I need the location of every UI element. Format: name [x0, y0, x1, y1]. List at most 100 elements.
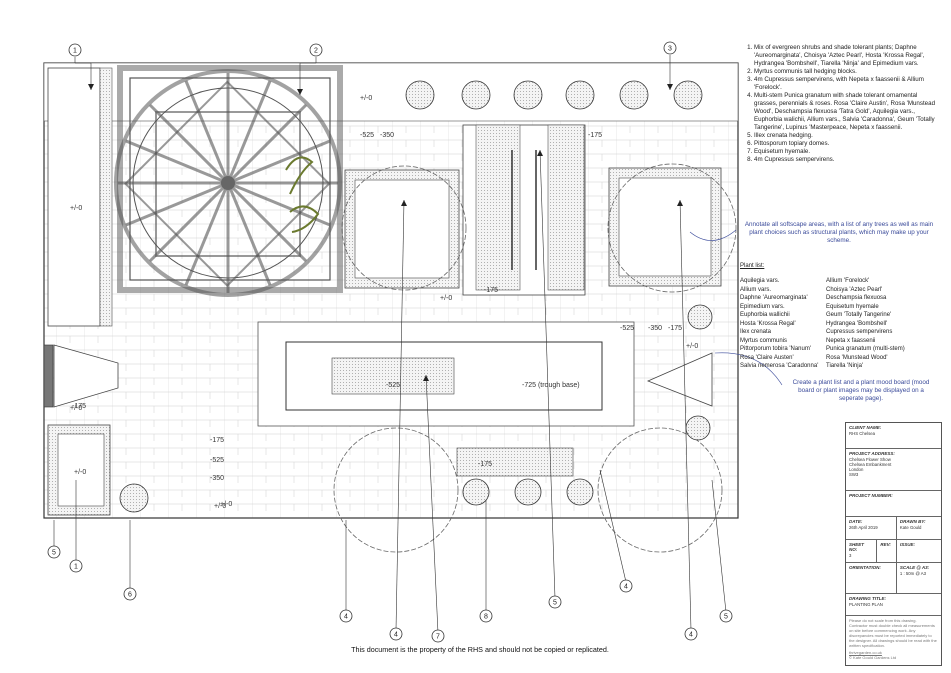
tree-canopies — [333, 163, 737, 553]
level-label: +/-0 — [70, 205, 82, 212]
drawn-by-label: DRAWN BY: — [899, 519, 926, 524]
planting-notes: Mix of evergreen shrubs and shade tolera… — [740, 44, 940, 164]
plant-entry: Aquilegia vars. — [740, 278, 780, 284]
callout-number: 5 — [52, 550, 56, 557]
callout-marker: 5 — [548, 595, 562, 609]
issue-label: ISSUE: — [900, 542, 916, 547]
copyright: © Kate Gould Gardens Ltd — [849, 655, 897, 660]
scale-label: SCALE @ A3: — [899, 565, 930, 570]
callout-number: 5 — [553, 600, 557, 607]
callout-number: 8 — [484, 614, 488, 621]
plant-entry: Salvia nemerosa 'Caradonna' — [740, 363, 819, 369]
drawn-by-value: Kate Gould — [899, 525, 922, 530]
plant-entry: Equisetum hyemale — [826, 303, 879, 310]
callout-number: 4 — [624, 584, 628, 591]
address-line: Chelsea Embankment — [849, 462, 892, 467]
mood-board-annotation: Create a plant list and a plant mood boa… — [792, 379, 930, 402]
project-number-label: PROJECT NUMBER: — [849, 493, 893, 498]
callout-marker: 2 — [309, 43, 323, 57]
callout-marker: 4 — [389, 627, 403, 641]
plant-list: Plant list: Aquilegia vars. Allium vars. D… — [740, 263, 940, 371]
scale-note: Please do not scale from this drawing. — [849, 618, 917, 623]
left-planting-bed — [47, 67, 101, 327]
plant-list-title: Plant list: — [740, 263, 765, 269]
level-label: +/-0 — [360, 95, 372, 102]
callout-number: 3 — [668, 46, 672, 53]
callout-marker: 5 — [719, 609, 733, 623]
callout-arrows — [88, 84, 683, 381]
callout-marker: 7 — [431, 629, 445, 643]
level-label: -175 — [210, 437, 224, 444]
level-label: -350 — [648, 325, 662, 332]
sheet-label: SHEET NO: — [849, 542, 865, 552]
callout-marker: 1 — [69, 559, 83, 573]
callout-number: 1 — [73, 48, 77, 55]
level-label: -725 (trough base) — [522, 382, 580, 389]
plant-list-column-2: Allium 'Forelock' Choisya 'Aztec Pearl' De… — [826, 277, 912, 371]
note-item: 4m Cupressus sempervirens, with Nepeta x… — [754, 76, 940, 92]
plant-entry: Tiarella 'Ninja' — [826, 363, 864, 369]
plant-entry: Choisya 'Aztec Pearl' — [826, 286, 883, 293]
level-label: +/-0 — [214, 503, 226, 510]
note-item: Pittosporum topiary domes. — [754, 140, 940, 148]
plant-entry: Euphorbia wallichii — [740, 312, 790, 318]
callout-marker: 6 — [123, 587, 137, 601]
bottom-hedge-bed — [456, 447, 574, 477]
plant-entry: Rosa 'Claire Austen' — [740, 354, 794, 361]
footer-notice: This document is the property of the RHS… — [351, 645, 609, 654]
plant-entry: Allium 'Forelock' — [826, 278, 870, 284]
level-label: +/-0 — [70, 405, 82, 412]
client-label: CLIENT NAME: — [849, 425, 882, 430]
level-label: -350 — [210, 475, 224, 482]
plant-entry: Punica granatum (multi-stem) — [826, 346, 905, 352]
drawing-title: PLANTING PLAN — [849, 602, 883, 607]
orientation-label: ORIENTATION: — [849, 565, 881, 570]
date-value: 26th April 2019 — [849, 525, 878, 530]
title-block: CLIENT NAME: RHS Chelsea PROJECT ADDRESS… — [845, 422, 942, 666]
plant-entry: Myrtus communis — [740, 337, 788, 344]
note-item: Myrtus communis tall hedging blocks. — [754, 68, 940, 76]
sheet-value: 3 — [849, 553, 852, 558]
pergola-structure — [114, 65, 343, 297]
level-dimensions: +/-0+/-0-525-350-175-175+/-0-175+/-0+/-0… — [70, 95, 698, 510]
level-label: +/-0 — [686, 343, 698, 350]
callout-marker: 1 — [68, 43, 82, 57]
plant-list-column-1: Aquilegia vars. Allium vars. Daphne 'Aureo… — [740, 277, 826, 371]
plant-entry: Ilex crenata — [740, 329, 772, 335]
plant-entry: Hosta 'Krossa Regal' — [740, 320, 796, 327]
left-hedge-strip — [99, 67, 113, 327]
note-item: Multi-stem Punica granatum with shade to… — [754, 92, 940, 132]
plant-entry: Daphne 'Aureomarginata' — [740, 295, 808, 301]
callout-number: 4 — [394, 632, 398, 639]
contractor-note: Contractor must double check all measure… — [849, 623, 937, 648]
plant-entry: Epimedium vars. — [740, 303, 785, 310]
note-item: Illex crenata hedging. — [754, 132, 940, 140]
level-label: -175 — [478, 461, 492, 468]
callout-marker: 8 — [479, 609, 493, 623]
level-label: -350 — [380, 132, 394, 139]
level-label: +/-0 — [220, 501, 232, 508]
level-label: -175 — [668, 325, 682, 332]
drawing-title-label: DRAWING TITLE: — [849, 596, 886, 601]
callout-number: 7 — [436, 634, 440, 641]
plant-entry: Hydrangea 'Bombshell' — [826, 320, 888, 327]
callout-number: 6 — [128, 592, 132, 599]
callout-marker: 3 — [663, 41, 677, 55]
level-label: -175 — [484, 287, 498, 294]
client-name: RHS Chelsea — [849, 431, 876, 436]
equisetum-bed — [331, 357, 455, 395]
address-line: Chelsea Flower Show — [849, 457, 891, 462]
softscape-annotation: Annotate all softscape areas, with a lis… — [744, 221, 934, 244]
callout-number: 4 — [344, 614, 348, 621]
plant-entry: Pittorporum tobira 'Nanum' — [740, 346, 811, 352]
plant-entry: Cupressus sempervirens — [826, 329, 893, 335]
level-label: +/-0 — [74, 469, 86, 476]
plant-entry: Allium vars. — [740, 286, 772, 293]
plant-entry: Deschampsia flexuosa — [826, 295, 887, 301]
plant-entry: Nepeta x faassenii — [826, 337, 876, 344]
note-item: Equisetum hyemale. — [754, 148, 940, 156]
topiary-domes-top — [405, 80, 703, 110]
level-label: -525 — [620, 325, 634, 332]
